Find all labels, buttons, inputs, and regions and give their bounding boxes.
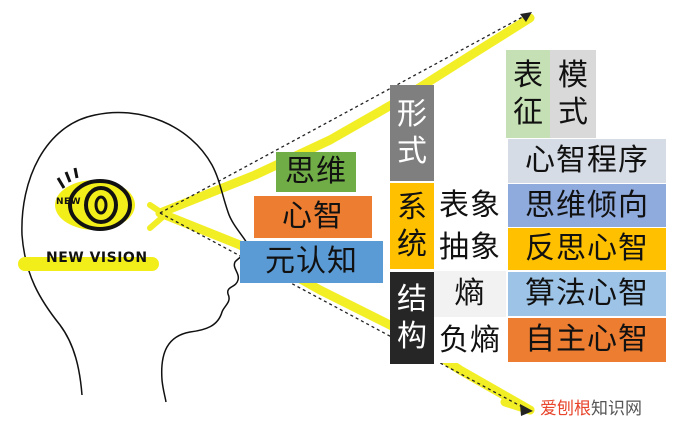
watermark: 爱刨根知识网: [540, 394, 642, 419]
sight-lines: [159, 13, 529, 411]
eye-outer-icon: [68, 179, 132, 231]
label-autonomous-mind: 自主心智: [508, 318, 666, 362]
label-form-char-1: 形: [397, 96, 427, 132]
label-shi: 式: [558, 95, 588, 130]
label-pattern-pair: 模 式: [550, 50, 596, 138]
eye-lash-icon: [56, 167, 79, 189]
logo-main-text: NEW VISION: [46, 250, 148, 266]
label-structure-char-1: 结: [397, 281, 427, 317]
label-algorithmic-mind: 算法心智: [508, 272, 666, 316]
eye-iris-icon: [84, 186, 118, 224]
label-system-char-2: 统: [397, 227, 427, 262]
label-structure-char-2: 构: [397, 319, 427, 354]
label-zheng: 征: [513, 95, 543, 130]
new-vision-logo: [18, 167, 159, 271]
label-system-char-1: 系: [397, 189, 427, 225]
watermark-brand: 爱刨根: [540, 399, 591, 419]
label-abstraction: 抽象: [434, 228, 506, 268]
arrowhead-top: [520, 12, 532, 22]
arrowhead-bottom: [520, 404, 533, 416]
label-mo: 模: [558, 57, 588, 93]
label-representation: 表象: [434, 185, 506, 227]
label-metacognition: 元认知: [240, 241, 383, 283]
label-negentropy: 负熵: [434, 319, 506, 363]
eye-pupil-icon: [94, 195, 108, 215]
label-representation-pair: 表 征: [506, 50, 550, 138]
watermark-suffix: 知识网: [591, 399, 642, 419]
label-entropy: 熵: [434, 271, 506, 317]
label-system: 系 统: [390, 183, 434, 269]
label-mind-program: 心智程序: [508, 139, 666, 183]
label-reflective-mind: 反思心智: [508, 228, 666, 270]
label-mind: 心智: [254, 196, 372, 238]
label-thinking: 思维: [276, 152, 356, 192]
label-structure: 结 构: [390, 272, 434, 364]
label-form: 形 式: [390, 85, 434, 181]
logo-small-text: NEW: [56, 197, 82, 207]
label-form-char-2: 式: [397, 134, 427, 169]
label-thinking-tendency: 思维倾向: [508, 184, 666, 227]
label-biao: 表: [513, 57, 543, 93]
